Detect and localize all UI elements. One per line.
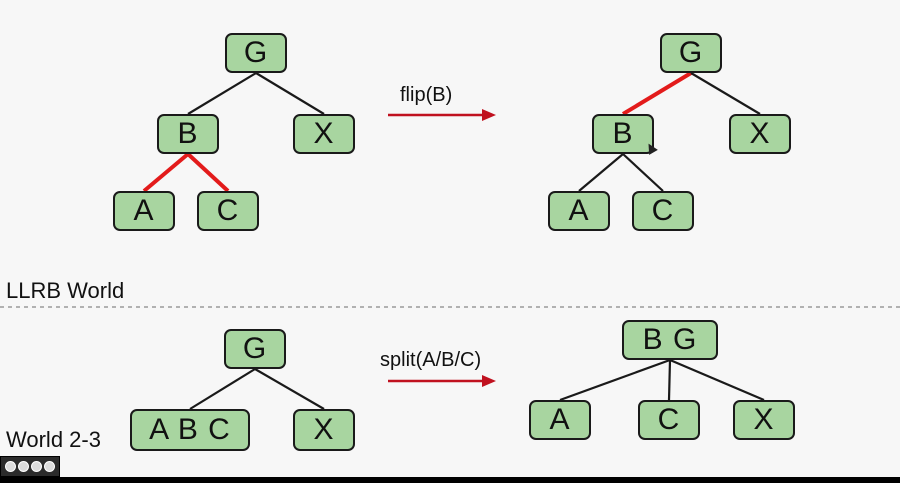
- t23-after-node-c: C: [638, 400, 700, 440]
- cc-by-icon: [18, 461, 29, 472]
- t23-after-edge-bg-a: [559, 358, 671, 402]
- cc-sa-icon: [44, 461, 55, 472]
- llrb-before-node-g: G: [225, 33, 287, 73]
- t23-after-edge-bg-x: [669, 358, 765, 402]
- t23-after-node-a: A: [529, 400, 591, 440]
- split-operation-label: split(A/B/C): [380, 349, 482, 371]
- t23-after-node-bg: B G: [622, 320, 718, 360]
- llrb-before-node-c: C: [197, 191, 259, 231]
- llrb-after-node-a: A: [548, 191, 610, 231]
- world-2-3-label: World 2-3: [6, 427, 101, 452]
- bottom-bar: [0, 477, 900, 483]
- llrb-before-edge-g-x: [255, 72, 325, 115]
- split-arrow: [388, 375, 496, 387]
- t23-before-node-abc: A B C: [130, 409, 250, 451]
- t23-before-edge-g-abc: [189, 368, 256, 410]
- t23-before-node-x: X: [293, 409, 355, 451]
- llrb-world-label: LLRB World: [6, 278, 125, 303]
- cc-nc-icon: [31, 461, 42, 472]
- llrb-after-node-b: B: [592, 114, 654, 154]
- llrb-before-node-x: X: [293, 114, 355, 154]
- creative-commons-license-icon: [0, 456, 60, 477]
- llrb-after-node-c: C: [632, 191, 694, 231]
- cc-icon: [5, 461, 16, 472]
- t23-after-node-x: X: [733, 400, 795, 440]
- llrb-after-edge-g-b: [621, 71, 693, 116]
- llrb-after-edge-g-x: [690, 72, 761, 115]
- llrb-before-edge-b-c: [186, 152, 230, 193]
- t23-after-edge-bg-c: [667, 359, 672, 401]
- llrb-after-node-g: G: [660, 33, 722, 73]
- flip-arrow: [388, 109, 496, 121]
- llrb-before-edge-g-b: [187, 72, 257, 115]
- llrb-before-edge-b-a: [142, 152, 190, 193]
- llrb-before-node-b: B: [157, 114, 219, 154]
- edges-layer: [142, 71, 765, 410]
- t23-before-edge-g-x: [254, 368, 325, 410]
- llrb-before-node-a: A: [113, 191, 175, 231]
- llrb-after-edge-b-a: [578, 153, 624, 192]
- flip-operation-label: flip(B): [400, 84, 453, 106]
- t23-before-node-g: G: [224, 329, 286, 369]
- llrb-after-node-x: X: [729, 114, 791, 154]
- llrb-after-edge-b-c: [622, 153, 664, 192]
